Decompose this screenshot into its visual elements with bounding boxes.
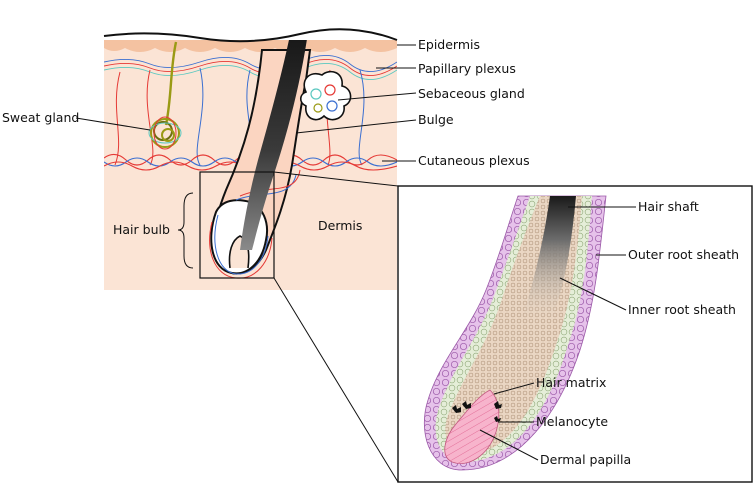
skin-section (104, 40, 397, 290)
label-inner-root-sheath: Inner root sheath (628, 302, 736, 317)
label-sebaceous-gland: Sebaceous gland (418, 86, 525, 101)
epidermis-surface (103, 28, 398, 43)
enlarge-region-box (199, 171, 275, 279)
label-cutaneous-plexus: Cutaneous plexus (418, 153, 530, 168)
epidermis-layer (104, 40, 397, 52)
detail-hair-shaft (522, 196, 576, 320)
sweat-gland-coil (148, 116, 182, 150)
hair-bulb-bracket (177, 192, 194, 269)
hair-shaft (240, 40, 307, 250)
sweat-gland-duct (164, 41, 178, 126)
label-epidermis: Epidermis (418, 37, 480, 52)
sebaceous-gland (299, 70, 352, 121)
label-hair-shaft: Hair shaft (638, 199, 699, 214)
follicle-detail (423, 195, 607, 471)
label-hair-bulb: Hair bulb (113, 222, 170, 237)
leader-lines (75, 44, 636, 461)
label-sweat-gland: Sweat gland (2, 110, 79, 125)
labels: Epidermis Papillary plexus Sebaceous gla… (2, 37, 739, 467)
zoom-line-top (273, 171, 399, 187)
label-outer-root-sheath: Outer root sheath (628, 247, 739, 262)
label-papillary-plexus: Papillary plexus (418, 61, 516, 76)
zoom-line-bottom (273, 277, 399, 483)
melanocytes (452, 401, 502, 422)
label-dermal-papilla: Dermal papilla (540, 452, 631, 467)
label-melanocyte: Melanocyte (536, 414, 608, 429)
label-hair-matrix: Hair matrix (536, 375, 606, 390)
label-dermis: Dermis (318, 218, 362, 233)
dermal-papilla (444, 389, 500, 464)
label-bulge: Bulge (418, 112, 454, 127)
